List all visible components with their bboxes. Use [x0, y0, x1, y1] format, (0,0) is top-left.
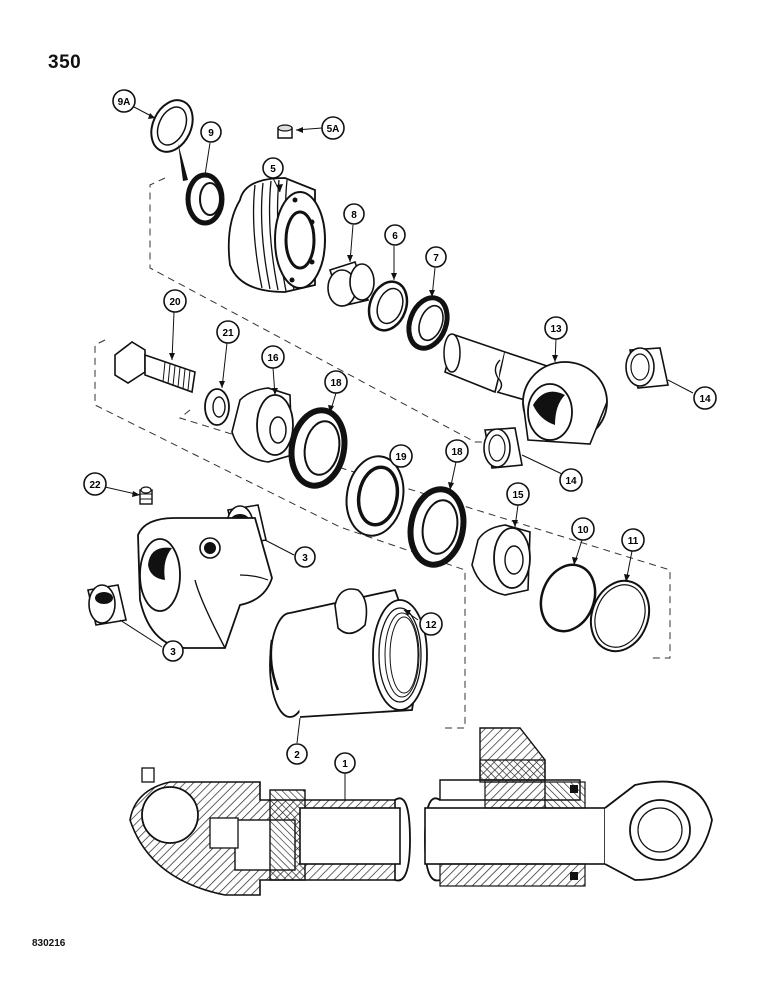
- callout-12: 12: [419, 612, 443, 636]
- callout-13: 13: [544, 316, 568, 340]
- callout-label: 7: [433, 253, 439, 264]
- callout-label: 9A: [118, 97, 131, 108]
- callout-label: 5A: [327, 124, 340, 135]
- callout-label: 13: [550, 324, 562, 335]
- callout-18-upper: 18: [324, 370, 348, 394]
- callout-label: 14: [699, 394, 711, 405]
- callout-label: 9: [208, 128, 214, 139]
- part-15-ring: [471, 524, 531, 596]
- callout-14-left: 14: [559, 468, 583, 492]
- part-20-bolt: [114, 341, 196, 394]
- part-9a-washer: [150, 99, 194, 153]
- callout-19: 19: [389, 444, 413, 468]
- part-5a-plug: [277, 124, 293, 139]
- part-14-bushing-left: [483, 427, 523, 469]
- part-11-backup-ring: [589, 579, 651, 653]
- callout-2: 2: [286, 743, 308, 765]
- callout-1: 1: [334, 752, 356, 774]
- callout-label: 21: [222, 328, 234, 339]
- callout-22: 22: [83, 472, 107, 496]
- part-18-seal-lower: [407, 486, 467, 568]
- part-13-piston-rod: [443, 333, 608, 445]
- part-7-rod-seal: [406, 295, 450, 351]
- callout-10: 10: [571, 517, 595, 541]
- part-14-bushing-right: [625, 347, 669, 389]
- callout-7: 7: [425, 246, 447, 268]
- callout-label: 19: [395, 452, 407, 463]
- part-16-nut: [231, 387, 294, 463]
- callout-label: 5: [270, 164, 276, 175]
- callout-5: 5: [262, 157, 284, 179]
- callout-6: 6: [384, 224, 406, 246]
- callout-label: 1: [342, 759, 348, 770]
- part-10-o-ring: [539, 563, 597, 633]
- part-21-washer: [204, 388, 230, 426]
- part-6-ring: [367, 280, 409, 332]
- part-2-barrel: [269, 588, 428, 718]
- callout-9a: 9A: [112, 89, 136, 113]
- callout-18-lower: 18: [445, 439, 469, 463]
- callout-label: 18: [330, 378, 342, 389]
- callout-3-lower: 3: [162, 640, 184, 662]
- part-1-assembled-section: [129, 727, 713, 896]
- callout-3-upper: 3: [294, 546, 316, 568]
- callout-15: 15: [506, 482, 530, 506]
- part-3-bushing-lower: [87, 584, 127, 626]
- callout-16: 16: [261, 345, 285, 369]
- cylinder-cap-end: [137, 517, 273, 649]
- callout-label: 8: [351, 210, 357, 221]
- callout-14-right: 14: [693, 386, 717, 410]
- callout-label: 16: [267, 353, 279, 364]
- callout-5a: 5A: [321, 116, 345, 140]
- reference-code: 830216: [32, 938, 66, 949]
- callout-label: 3: [170, 647, 176, 658]
- callout-11: 11: [621, 528, 645, 552]
- callout-9: 9: [200, 121, 222, 143]
- part-22-grease-fitting: [139, 486, 153, 505]
- part-8-bushing: [327, 260, 375, 307]
- callout-label: 11: [628, 536, 639, 547]
- part-19-piston: [345, 455, 405, 537]
- page-number: 350: [48, 52, 82, 73]
- callout-label: 22: [89, 480, 101, 491]
- callout-8: 8: [343, 203, 365, 225]
- dashed-group-outlines: [94, 177, 671, 729]
- part-5-gland: [227, 177, 326, 293]
- callout-label: 15: [512, 490, 524, 501]
- callout-label: 10: [577, 525, 589, 536]
- callout-label: 14: [565, 476, 577, 487]
- callout-label: 18: [451, 447, 463, 458]
- part-18-seal-upper: [288, 407, 348, 489]
- part-9-wiper-seal: [185, 172, 225, 226]
- callout-21: 21: [216, 320, 240, 344]
- callout-20: 20: [163, 289, 187, 313]
- callout-label: 3: [302, 553, 308, 564]
- callout-label: 20: [169, 297, 181, 308]
- callout-markers: 9A 9 5A 5 8 6 7 13 14 14 20 21 16 18 19 …: [83, 89, 717, 774]
- callout-label: 2: [294, 750, 300, 761]
- callout-label: 6: [392, 231, 398, 242]
- callout-label: 12: [425, 620, 437, 631]
